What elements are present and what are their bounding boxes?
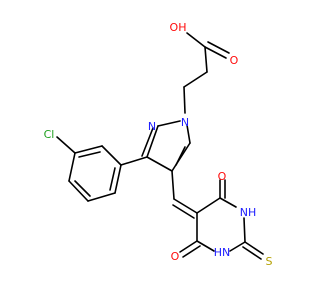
bond-ch2-carboxyl [204, 46, 208, 73]
atom-upper-carbonyl-oxygen: O [218, 170, 227, 183]
bond-carbonyl-2 [207, 41, 230, 54]
atom-chlorine: Cl [44, 128, 55, 141]
bond-ar2-ar3-double [78, 151, 101, 158]
bond-ar4-ar5-double [74, 180, 91, 197]
bond-c3-aryl [120, 156, 148, 166]
methylidene-bridge [171, 170, 198, 219]
bond-carbonyl-1 [204, 46, 227, 59]
bond-c2-n1 [229, 241, 246, 252]
bond-c2-s-2 [242, 246, 262, 260]
pyrazole-ring [141, 120, 191, 172]
bond-c4-ch [171, 170, 175, 200]
bond-ar3-ar4 [68, 152, 76, 182]
atom-carbonyl-oxygen: O [230, 54, 239, 67]
thiobarbiturate-ring [179, 179, 264, 260]
bond-ar6-ar1-double [109, 167, 116, 191]
bond-c6-o-2 [182, 245, 201, 258]
bond-ch-c5 [173, 198, 198, 214]
bond-ar1-ar2 [101, 145, 122, 166]
atom-lower-nh: HN [214, 246, 231, 259]
chlorophenyl-ring [56, 136, 148, 202]
bond-c5-c4 [196, 197, 221, 214]
bond-n1-ch2 [183, 86, 186, 114]
bond-ch-c5-double [172, 204, 195, 219]
bond-n2-c3 [146, 125, 159, 158]
bond-c5-n1 [186, 124, 191, 144]
bond-n1-c6 [196, 240, 215, 252]
bond-c4-c5 [171, 142, 191, 172]
bond-ar2-ar3 [74, 145, 103, 154]
bond-c2-s-1 [244, 241, 264, 255]
bond-c4-c5-double [175, 146, 186, 166]
atom-sulfur: S [266, 255, 273, 268]
molecule-diagram: OH O N N Cl O NH S HN O [43, 21, 273, 268]
bond-n1-n2 [157, 120, 181, 127]
bond-ar5-ar6 [87, 192, 116, 202]
bond-carboxyl-oh [186, 32, 206, 48]
bond-ar4-ar5 [68, 180, 89, 202]
atom-pyrazole-n1: N [181, 116, 189, 129]
bond-c3-c4 [146, 156, 173, 172]
atom-upper-nh: NH [240, 206, 257, 219]
atom-hydroxyl: OH [170, 21, 187, 34]
bond-ch2-ch2 [183, 71, 208, 88]
bond-c6-o-1 [179, 240, 198, 253]
bond-n2-c3-double [141, 127, 154, 157]
bond-n3-c2 [243, 217, 246, 243]
atom-labels: OH O N N Cl O NH S HN O [44, 21, 273, 268]
propanoic-acid-chain [183, 32, 230, 114]
structure-svg: OH O N N Cl O NH S HN O [44, 21, 273, 268]
atom-lower-carbonyl-oxygen: O [171, 250, 180, 263]
atom-pyrazole-n2: N [148, 120, 156, 133]
bond-ar3-cl [56, 136, 76, 154]
bond-c4-n3 [219, 197, 237, 208]
bond-ar6-ar1 [114, 164, 122, 194]
